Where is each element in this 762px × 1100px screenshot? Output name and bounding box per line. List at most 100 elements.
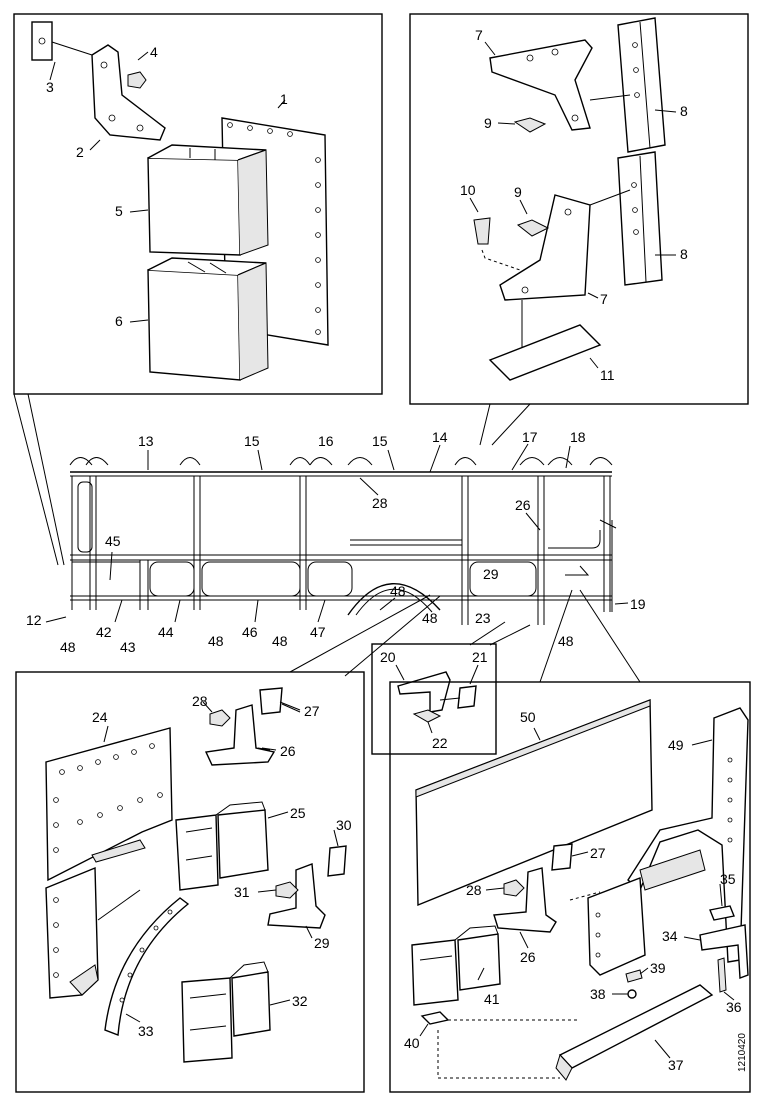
- part-5-extrusion: [147, 157, 241, 256]
- label-36: 36: [726, 999, 742, 1015]
- part-37-rail: [558, 984, 714, 1069]
- part-41-extrusion: [411, 939, 459, 1006]
- part-22-screw: [412, 709, 442, 723]
- part-39-clip: [625, 969, 643, 983]
- label-35: 35: [720, 871, 736, 887]
- part-4-screw: [127, 71, 147, 89]
- label-23: 23: [475, 610, 491, 626]
- part-7-bracket: [499, 194, 591, 301]
- label-6: 6: [115, 313, 123, 329]
- label-8: 8: [680, 246, 688, 262]
- part-25-extrusion: [175, 814, 219, 891]
- part-28-screw: [503, 879, 525, 897]
- detail-frame: [389, 681, 751, 1093]
- detail-box-bottom-left: 24 28 27 26 25 30 31 29 32 33: [15, 671, 365, 1093]
- detail-box-top-right: 7 8 9 10 9 8 7 11: [409, 13, 749, 405]
- detail-frame: [13, 13, 383, 395]
- label-1: 1: [280, 91, 288, 107]
- label-48: 48: [60, 639, 76, 655]
- detail-frame: [15, 671, 365, 1093]
- part-49-stanchion: [627, 707, 749, 963]
- label-14: 14: [432, 429, 448, 445]
- label-26: 26: [280, 743, 296, 759]
- part-10-screw: [473, 217, 491, 245]
- part-11-slider: [488, 324, 602, 381]
- label-48: 48: [422, 610, 438, 626]
- label-46: 46: [242, 624, 258, 640]
- label-4: 4: [150, 44, 158, 60]
- label-48: 48: [390, 583, 406, 599]
- label-15: 15: [244, 433, 260, 449]
- detail-frame: [371, 643, 497, 755]
- part-35-plate: [709, 905, 735, 921]
- label-22: 22: [432, 735, 448, 751]
- wheel-arch: [347, 583, 441, 616]
- label-3: 3: [46, 79, 54, 95]
- label-24: 24: [92, 709, 108, 725]
- label-2: 2: [76, 144, 84, 160]
- label-44: 44: [158, 624, 174, 640]
- part-21-plate: [457, 685, 477, 709]
- detail-frame: [409, 13, 749, 405]
- main-frame-labels: 13 15 16 15 14 17 18 28 26 45 29 48 12 1…: [26, 429, 646, 655]
- label-47: 47: [310, 624, 326, 640]
- label-9: 9: [514, 184, 522, 200]
- part-20-bracket: [397, 671, 451, 713]
- label-49: 49: [668, 737, 684, 753]
- label-21: 21: [472, 649, 488, 665]
- part-9-screw: [516, 219, 550, 237]
- part-27-plate: [259, 687, 283, 715]
- label-48: 48: [208, 633, 224, 649]
- label-11: 11: [600, 367, 615, 383]
- label-12: 12: [26, 612, 42, 628]
- part-9-screw: [513, 117, 547, 133]
- label-9: 9: [484, 115, 492, 131]
- main-side-frame: [69, 457, 617, 625]
- part-40-plate: [420, 1011, 450, 1025]
- part-32-extrusion: [181, 977, 233, 1063]
- part-8-rail: [617, 151, 663, 286]
- part-29-bracket: [267, 863, 326, 929]
- part-38-washer: [627, 989, 637, 999]
- label-26: 26: [520, 949, 536, 965]
- part-27-plate: [551, 843, 573, 871]
- label-31: 31: [234, 884, 250, 900]
- part-33-arch: [104, 897, 190, 1036]
- part-26-bracket: [493, 867, 557, 933]
- label-28: 28: [192, 693, 208, 709]
- part-30-plate: [327, 845, 347, 877]
- label-50: 50: [520, 709, 536, 725]
- label-40: 40: [404, 1035, 420, 1051]
- label-10: 10: [460, 182, 476, 198]
- part-26-bracket: [204, 704, 276, 766]
- label-43: 43: [120, 639, 136, 655]
- part-7-bracket: [489, 39, 593, 131]
- label-5: 5: [115, 203, 123, 219]
- label-28: 28: [372, 495, 388, 511]
- label-37: 37: [668, 1057, 684, 1073]
- figure-code: 1210420: [737, 1033, 748, 1072]
- label-25: 25: [290, 805, 306, 821]
- label-32: 32: [292, 993, 308, 1009]
- part-31-screw: [275, 881, 299, 899]
- label-17: 17: [522, 429, 538, 445]
- label-15: 15: [372, 433, 388, 449]
- label-42: 42: [96, 624, 112, 640]
- label-26: 26: [515, 497, 531, 513]
- label-45: 45: [105, 533, 121, 549]
- label-39: 39: [650, 960, 666, 976]
- label-29: 29: [314, 935, 330, 951]
- part-6-extrusion: [147, 269, 241, 381]
- label-38: 38: [590, 986, 606, 1002]
- label-8: 8: [680, 103, 688, 119]
- label-16: 16: [318, 433, 334, 449]
- label-27: 27: [590, 845, 606, 861]
- label-7: 7: [475, 27, 483, 43]
- part-36-pin: [717, 957, 727, 993]
- label-30: 30: [336, 817, 352, 833]
- label-7: 7: [600, 291, 608, 307]
- label-48: 48: [272, 633, 288, 649]
- detail-box-bottom-right: 50 49 27 28 26 35 34 39 38 36 41 40 37 1…: [389, 681, 751, 1093]
- label-18: 18: [570, 429, 586, 445]
